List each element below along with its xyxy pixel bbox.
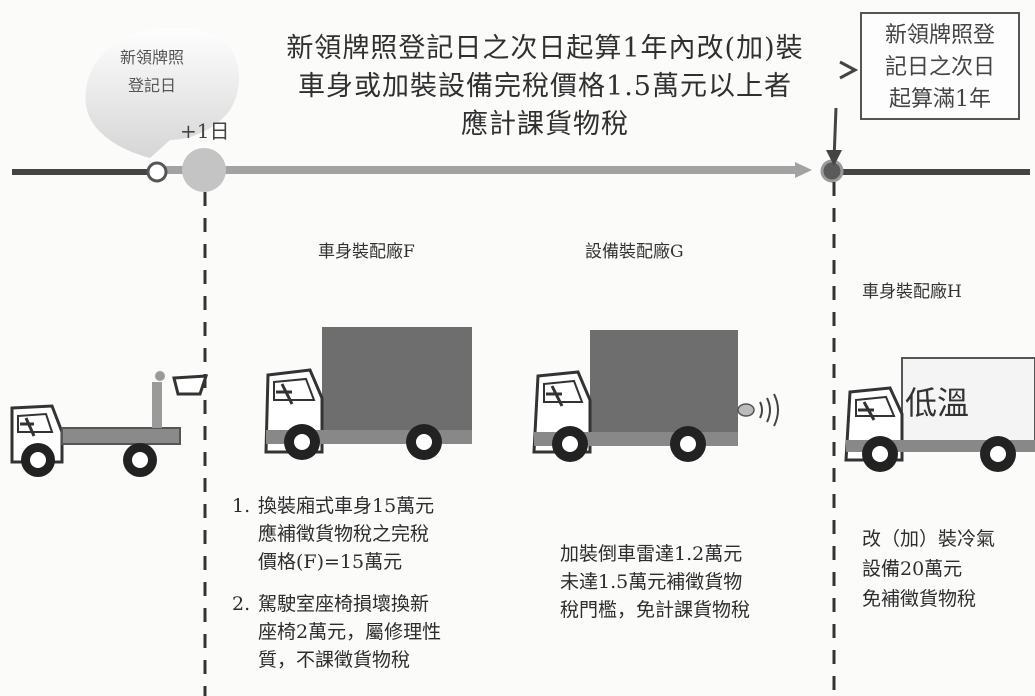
note-line: 未達1.5萬元補徵貨物: [560, 571, 743, 593]
speech-bubble: [85, 27, 240, 158]
note-line: 稅門檻，免計課貨物稅: [560, 599, 751, 621]
timeline-caption-line: 應計課貨物稅: [461, 109, 629, 140]
factory-h-label: 車身裝配廠H: [862, 282, 962, 302]
refrigerated-cargo-label: 低溫: [905, 384, 970, 422]
note-line: 座椅2萬元，屬修理性: [258, 621, 442, 643]
timeline-caption: 新領牌照登記日之次日起算1年內改(加)裝 車身或加裝設備完稅價格1.5萬元以上者…: [255, 30, 835, 144]
note-line: 質，不課徵貨物稅: [258, 649, 411, 671]
one-year-marker: [820, 159, 844, 183]
factory-f-note-2: 2. 駕駛室座椅損壞換新 座椅2萬元，屬修理性 質，不課徵貨物稅: [232, 590, 522, 674]
end-box-arrowhead: [826, 150, 842, 166]
radar-sensor-icon: [737, 393, 779, 427]
factory-g-label: 設備裝配廠G: [585, 242, 684, 262]
timeline-caption-line: 車身或加裝設備完稅價格1.5萬元以上者: [298, 71, 792, 102]
note-line: 應補徵貨物稅之完稅: [258, 523, 430, 545]
plus-one-day-marker: [182, 148, 226, 192]
note-line: 換裝廂式車身15萬元: [258, 495, 435, 517]
box-truck-g-icon: [532, 330, 738, 462]
factory-f-note-1: 1. 換裝廂式車身15萬元 應補徵貨物稅之完稅 價格(F)=15萬元: [232, 492, 522, 576]
note-line: 加裝倒車雷達1.2萬元: [560, 543, 743, 565]
timeline-arrowhead: [795, 162, 812, 178]
registration-day-label: 新領牌照 登記日: [102, 44, 202, 100]
note-number: 2.: [232, 593, 251, 615]
one-year-label-line: 新領牌照登: [884, 23, 995, 48]
factory-h-note: 改（加）裝冷氣 設備20萬元 免補徵貨物稅: [862, 524, 1032, 614]
note-line: 價格(F)=15萬元: [258, 551, 403, 573]
timeline-caption-line: 新領牌照登記日之次日起算1年內改(加)裝: [286, 33, 804, 64]
flatbed-truck-icon: [10, 371, 209, 477]
one-year-label-line: 起算滿1年: [889, 87, 991, 112]
registration-day-label-line: 登記日: [127, 76, 176, 95]
one-year-label-line: 記日之次日: [884, 55, 995, 80]
registration-day-label-line: 新領牌照: [119, 48, 184, 67]
note-line: 改（加）裝冷氣: [862, 528, 996, 550]
refrigerated-truck-h-icon: [844, 357, 1035, 472]
box-truck-f-icon: [264, 327, 472, 460]
note-number: 1.: [232, 495, 251, 517]
note-line: 免補徵貨物稅: [862, 588, 977, 610]
factory-f-label: 車身裝配廠F: [318, 242, 415, 262]
note-line: 設備20萬元: [862, 558, 963, 580]
caption-pointer-icon: [839, 60, 859, 80]
factory-g-note: 加裝倒車雷達1.2萬元 未達1.5萬元補徵貨物 稅門檻，免計課貨物稅: [560, 540, 820, 624]
registration-day-marker: [146, 161, 168, 183]
note-line: 駕駛室座椅損壞換新: [258, 593, 430, 615]
plus-one-day-label: +1日: [180, 119, 230, 143]
one-year-label-box: 新領牌照登 記日之次日 起算滿1年: [860, 12, 1020, 120]
